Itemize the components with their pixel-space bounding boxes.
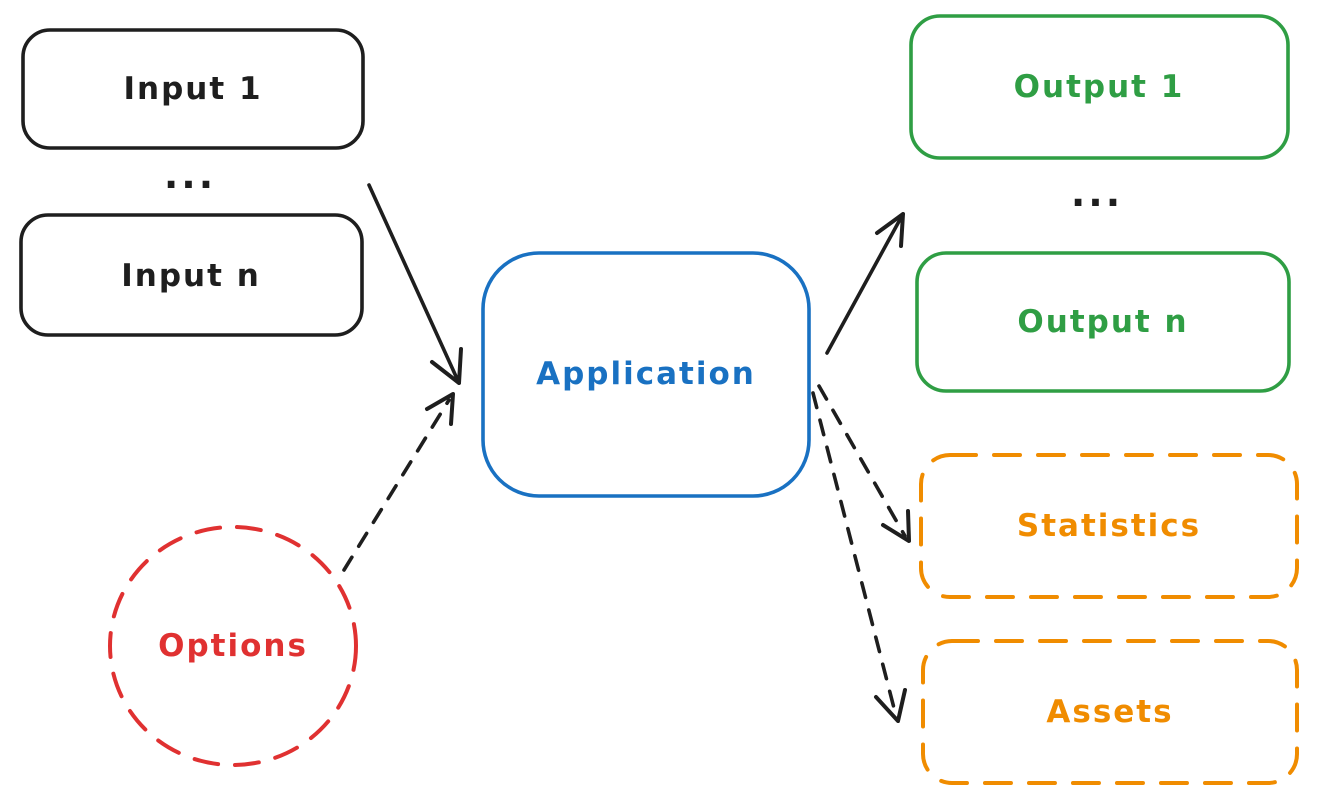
arrow-inputs-to-application [367,183,461,385]
node-input-1-box [21,28,365,150]
input-ellipsis-label: ... [164,153,216,197]
arrowhead-options-to-application [425,392,455,426]
arrow-application-to-outputs [825,212,905,355]
node-assets-box [921,639,1299,785]
arrowhead-inputs-to-application [430,347,463,385]
node-application-box [481,251,811,498]
node-output-n-label: Output n [1017,304,1188,340]
node-assets-label: Assets [1046,694,1173,730]
output-ellipsis-label: ... [1071,171,1123,215]
node-statistics-box [919,453,1299,599]
node-output-n-box [915,251,1291,393]
node-application-label: Application [536,356,756,392]
arrowhead-application-to-statistics [881,509,911,543]
node-input-n-label: Input n [121,258,261,294]
node-options-circle [108,525,358,767]
arrowhead-application-to-outputs [875,212,905,248]
node-statistics-label: Statistics [1017,508,1201,544]
node-options-label: Options [158,628,308,664]
node-output-1-box [909,14,1290,160]
arrow-options-to-application [342,398,451,572]
arrow-application-to-assets [811,391,897,714]
arrow-application-to-statistics [817,384,907,538]
node-input-1-label: Input 1 [123,71,262,107]
arrowhead-application-to-assets [874,688,907,723]
node-input-n-box [19,213,364,337]
node-output-1-label: Output 1 [1014,69,1185,105]
